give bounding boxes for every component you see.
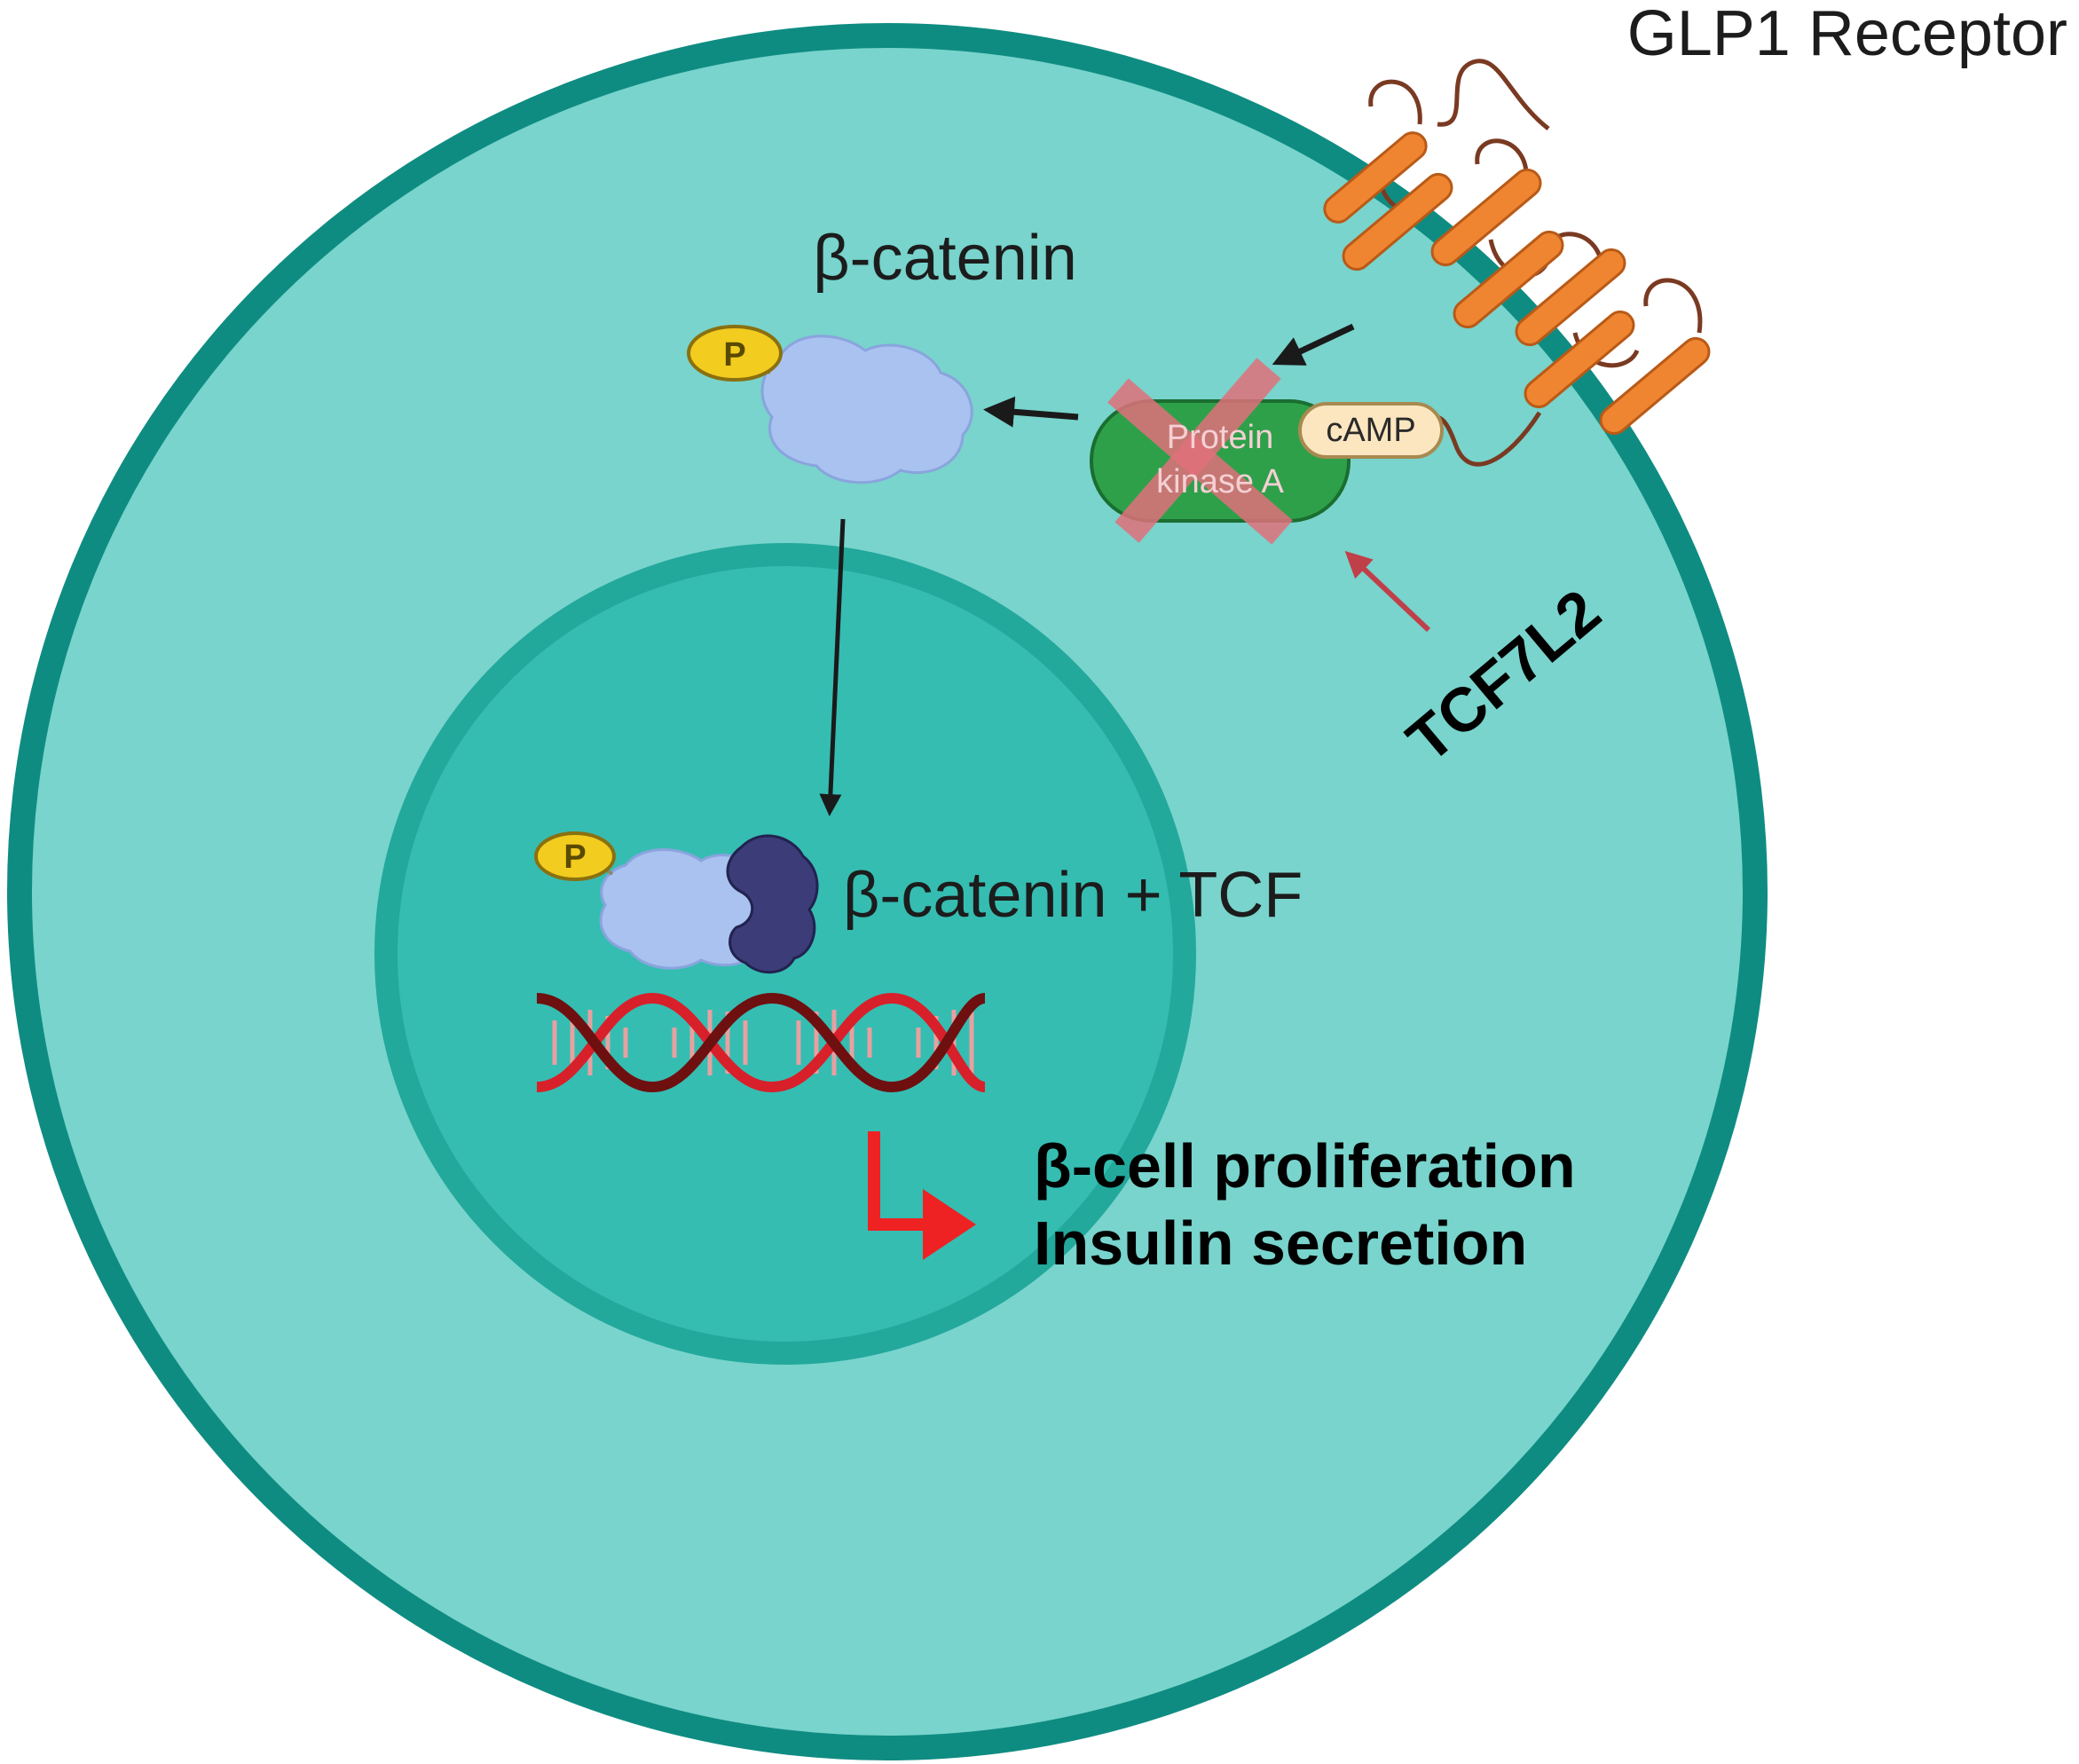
transcription-arrow-head	[923, 1189, 976, 1260]
nuclear-envelope	[374, 543, 1196, 1365]
receptor-helix-6	[1524, 310, 1635, 409]
tcf-protein	[726, 834, 819, 974]
phosphate-label: P	[723, 336, 745, 374]
pka-label-line1: Protein	[1167, 419, 1273, 456]
arrow-tcf7l2-to-pka	[1344, 550, 1431, 633]
arrow-pka-to-beta-catenin	[983, 396, 1079, 428]
receptor-helix-4	[1453, 230, 1564, 329]
arrow-receptor-to-pka	[1272, 323, 1355, 366]
inhibition-cross-stroke-2	[1114, 358, 1281, 543]
nuclear-phosphate-group	[534, 831, 616, 881]
outcome-proliferation-label: β-cell proliferation	[1034, 1131, 1576, 1201]
pka-label-line2: kinase A	[1156, 463, 1284, 500]
beta-catenin-cytoplasm: P	[687, 325, 973, 484]
beta-catenin-label: β-catenin	[813, 223, 1077, 294]
receptor-helix-2	[1342, 172, 1453, 272]
complex-label: β-catenin + TCF	[843, 860, 1303, 931]
outcome-insulin-label: Insulin secretion	[1034, 1209, 1527, 1278]
arrow-beta-catenin-to-nucleus	[819, 518, 846, 816]
glp1-receptor	[1323, 59, 1711, 467]
protein-kinase-a: Protein kinase A	[1090, 358, 1351, 545]
beta-catenin-tcf-complex: P	[534, 831, 819, 974]
phosphate-group	[687, 325, 783, 382]
dna-strand-b	[536, 992, 987, 1093]
nuclear-phosphate-label: P	[563, 839, 586, 876]
transcription-arrow	[868, 1131, 976, 1260]
receptor-helix-1	[1323, 131, 1428, 224]
camp: cAMP	[1298, 402, 1444, 459]
receptor-helix-5	[1515, 248, 1626, 347]
dna-helix	[536, 992, 987, 1093]
beta-catenin-protein	[760, 335, 973, 484]
transcription-arrow-stem	[868, 1131, 932, 1231]
camp-body	[1298, 402, 1444, 459]
cell-membrane-outline	[7, 23, 1768, 1760]
camp-label: cAMP	[1326, 412, 1415, 449]
receptor-helix-7	[1599, 336, 1711, 436]
dna-strand-a	[536, 992, 987, 1093]
glp1-receptor-label: GLP1 Receptor	[1627, 0, 2067, 69]
receptor-helix-3	[1430, 168, 1542, 267]
